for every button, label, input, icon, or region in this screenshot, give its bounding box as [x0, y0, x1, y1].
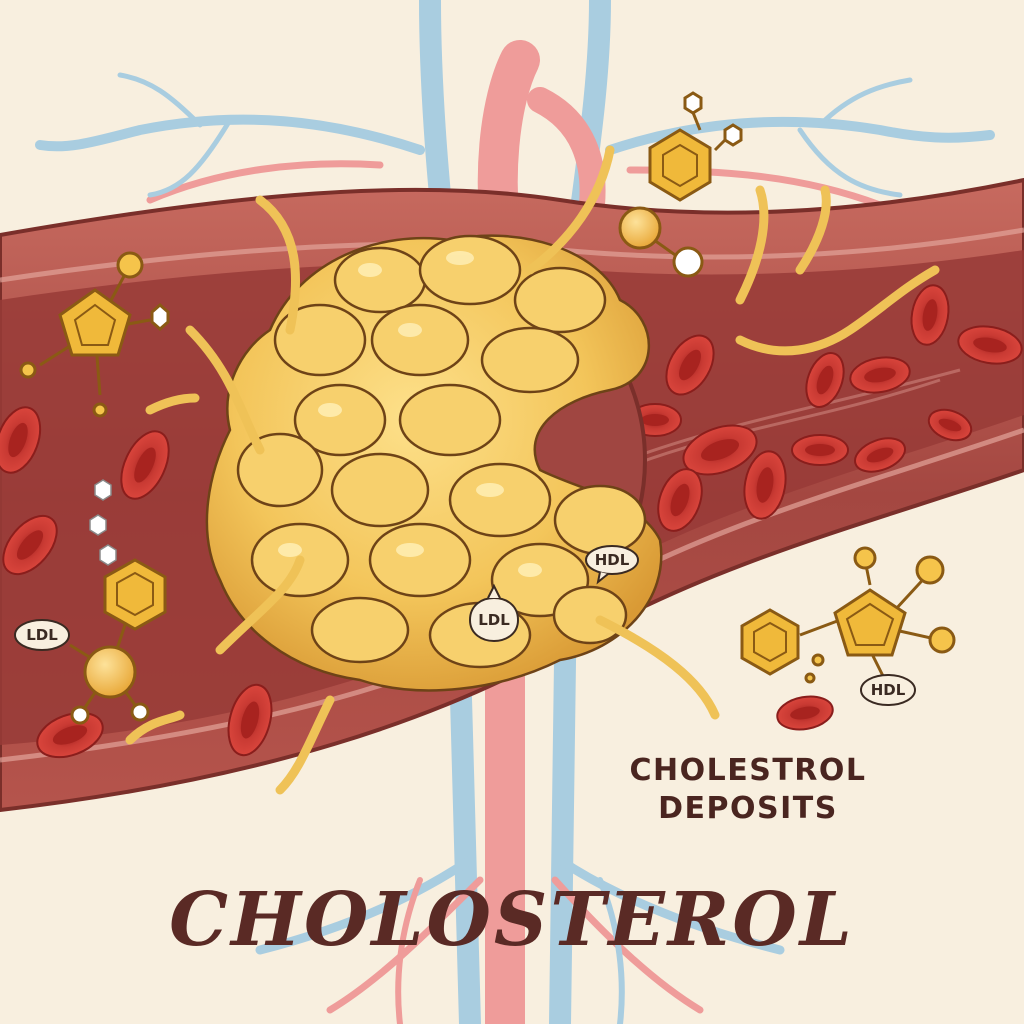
page-title: CHOLOSTEROL	[169, 877, 855, 963]
red-blood-cell	[0, 406, 42, 474]
molecule-left-lower	[69, 558, 167, 725]
loose-particles	[89, 479, 117, 566]
red-blood-cell	[791, 434, 849, 466]
molecules	[19, 91, 956, 725]
molecule-right-lower	[740, 546, 956, 684]
red-blood-cell	[682, 424, 758, 476]
red-blood-cells	[0, 284, 1023, 759]
molecule-benzene-top	[648, 91, 743, 202]
red-blood-cell	[849, 356, 911, 394]
cholesterol-plaque	[205, 234, 663, 692]
red-blood-cell	[743, 450, 787, 520]
ldl-label-center: LDL	[468, 583, 520, 643]
svg-text:LDL: LDL	[26, 626, 58, 644]
hdl-label-center: HDL	[585, 545, 639, 585]
red-blood-cell	[227, 683, 273, 757]
red-blood-cell	[805, 352, 845, 408]
red-blood-cell	[927, 408, 973, 442]
ldl-label-left: LDL	[14, 619, 70, 651]
svg-text:LDL: LDL	[478, 611, 510, 629]
molecule-ball-top	[618, 206, 704, 278]
red-blood-cell	[120, 430, 170, 500]
molecule-pentagon-left	[19, 251, 170, 418]
red-blood-cell	[665, 334, 715, 396]
red-blood-cell	[2, 514, 58, 576]
svg-text:HDL: HDL	[595, 551, 630, 569]
fatty-strands	[125, 145, 940, 795]
red-blood-cell	[957, 325, 1023, 365]
red-blood-cell	[910, 284, 950, 346]
lipoprotein-labels: LDL LDL HDL HDL	[14, 545, 916, 706]
hdl-label-right: HDL	[860, 674, 916, 706]
deposits-caption: CHOLESTROL DEPOSITS	[629, 753, 866, 826]
svg-text:HDL: HDL	[871, 681, 906, 699]
deposits-line-1: CHOLESTROL	[629, 753, 866, 788]
red-blood-cell	[776, 695, 834, 731]
deposits-line-2: DEPOSITS	[658, 791, 838, 826]
red-blood-cell	[657, 468, 703, 532]
red-blood-cell	[36, 711, 104, 759]
red-blood-cell	[854, 437, 906, 473]
